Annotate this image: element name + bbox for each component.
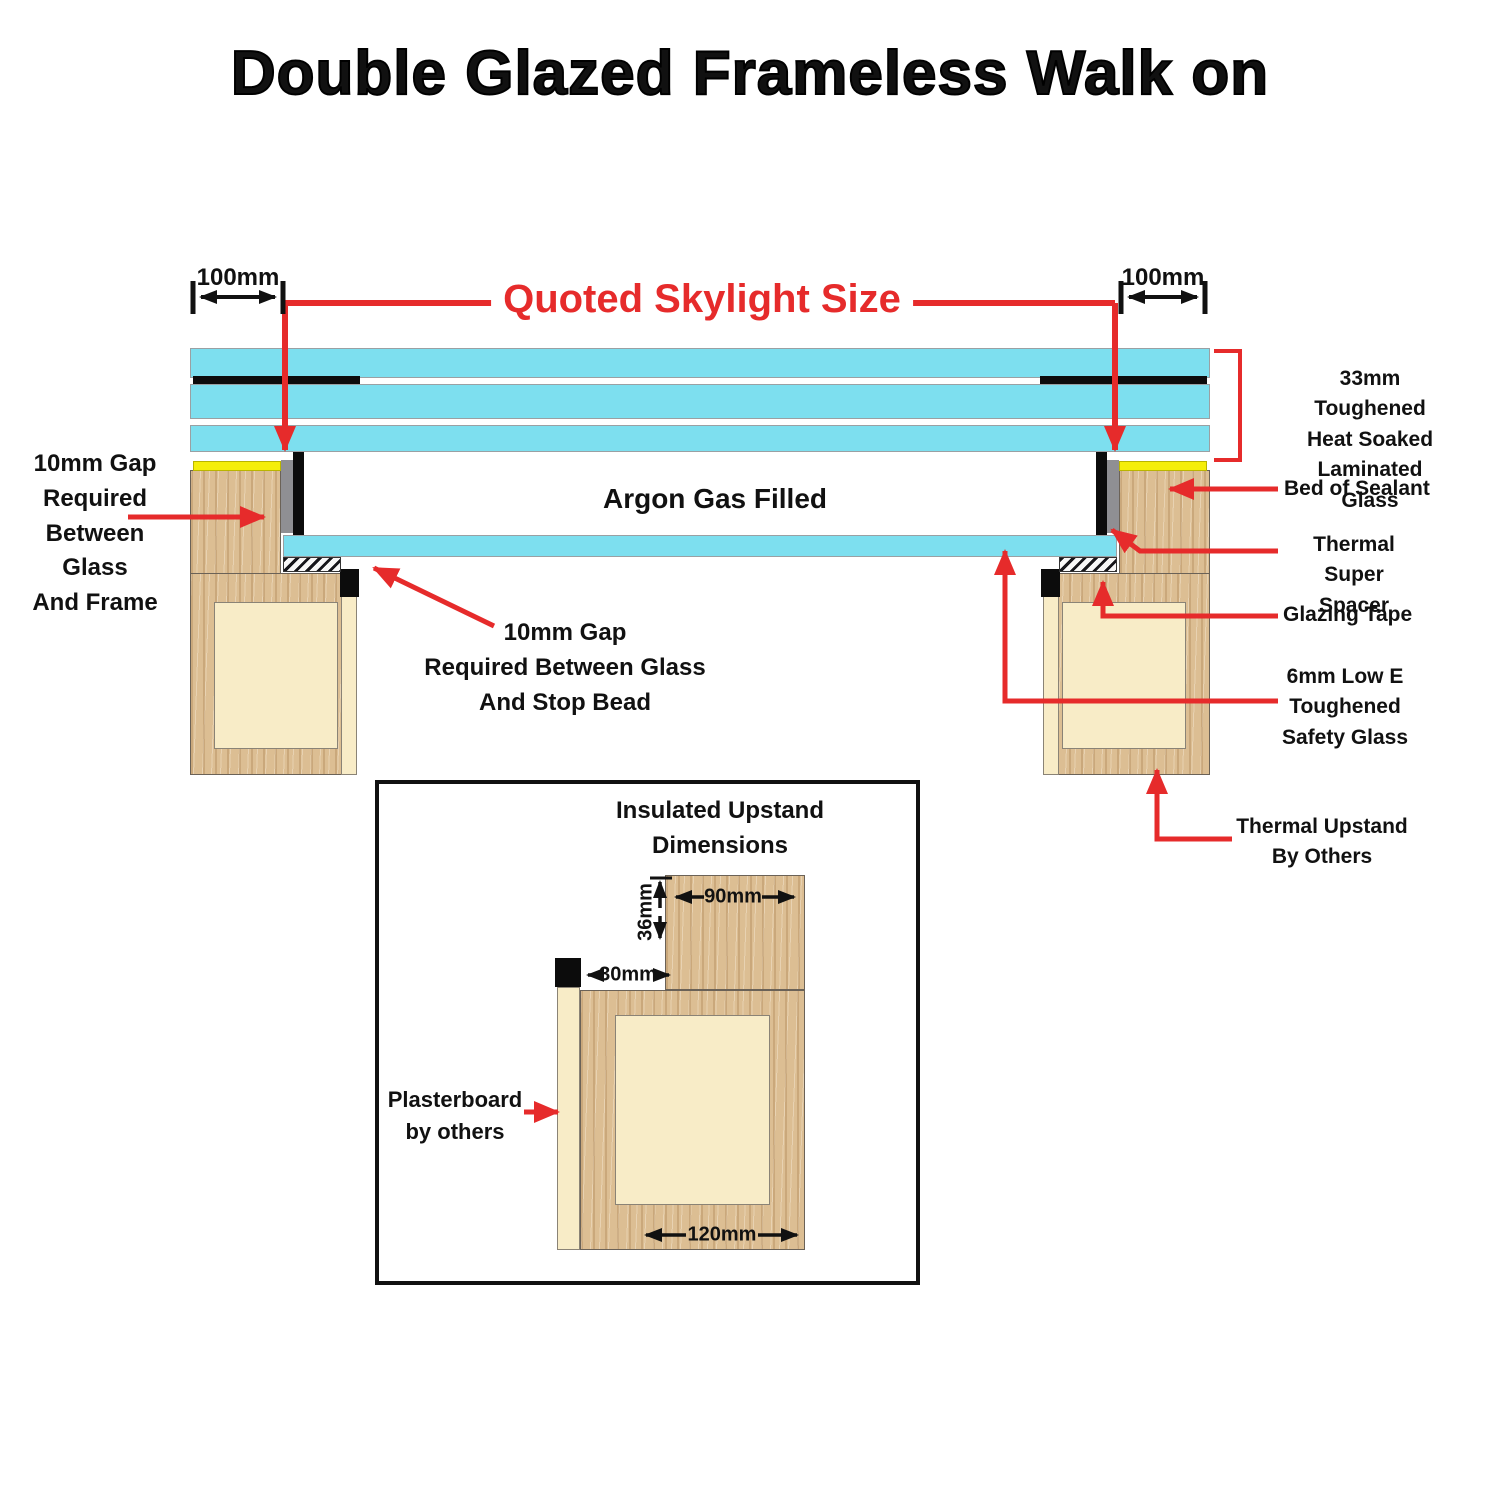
- laminate-interlayer-right: [1040, 376, 1207, 385]
- left-plasterboard-strip: [341, 596, 357, 775]
- page-title: Double Glazed Frameless Walk on: [230, 38, 1270, 109]
- right-thermal-spacer: [1096, 452, 1107, 535]
- callout-low-e-glass: 6mm Low E Toughened Safety Glass: [1281, 665, 1409, 749]
- dim-100-left-label: 100mm: [196, 264, 280, 291]
- argon-gas-label: Argon Gas Filled: [602, 483, 828, 514]
- right-insulation-core: [1062, 602, 1186, 749]
- dim-30-label: 30mm: [599, 963, 657, 986]
- callout-bed-of-sealant: Bed of Sealant: [1284, 477, 1430, 500]
- left-thermal-spacer: [293, 452, 304, 535]
- left-gap-packer: [281, 460, 293, 533]
- right-stop-bead: [1041, 569, 1060, 597]
- laminated-glass-pane-1: [190, 348, 1210, 378]
- callout-thermal-upstand: Thermal Upstand By Others: [1236, 815, 1408, 869]
- laminate-interlayer-left: [193, 376, 360, 385]
- right-glazing-tape: [1059, 557, 1117, 572]
- right-bed-of-sealant: [1119, 461, 1207, 471]
- left-bed-of-sealant: [193, 461, 281, 471]
- callout-glazing-tape: Glazing Tape: [1283, 603, 1413, 626]
- upstand-insulation-core: [615, 1015, 770, 1205]
- callout-laminated-glass: 33mm Toughened Heat Soaked Laminated Gla…: [1306, 367, 1434, 512]
- right-gap-packer: [1107, 460, 1119, 533]
- callout-gap-stop-bead: 10mm Gap Required Between Glass And Stop…: [424, 619, 706, 716]
- callout-gap-frame: 10mm Gap Required Between Glass And Fram…: [32, 450, 158, 617]
- thermal-upstand-arrow: [1146, 768, 1232, 842]
- dim-100-right-label: 100mm: [1121, 264, 1205, 291]
- upstand-plasterboard: [557, 987, 580, 1250]
- upstand-stop-bead: [555, 958, 581, 987]
- dim-90-label: 90mm: [704, 885, 762, 908]
- left-glazing-tape: [283, 557, 341, 572]
- left-stop-bead: [340, 569, 359, 597]
- dim-120-label: 120mm: [687, 1223, 757, 1246]
- laminated-glass-bracket: [1214, 349, 1242, 462]
- dim-36-label: 36mm: [634, 883, 657, 941]
- quoted-skylight-size-label: Quoted Skylight Size: [491, 277, 913, 322]
- laminated-glass-pane-3: [190, 425, 1210, 452]
- plasterboard-label: Plasterboard by others: [387, 1087, 523, 1144]
- inset-title: Insulated Upstand Dimensions: [615, 797, 825, 859]
- right-plasterboard-strip: [1043, 596, 1059, 775]
- left-insulation-core: [214, 602, 338, 749]
- low-e-glass-pane: [283, 535, 1117, 557]
- laminated-glass-pane-2: [190, 384, 1210, 419]
- callout-thermal-spacer: Thermal Super Spacer: [1313, 533, 1395, 617]
